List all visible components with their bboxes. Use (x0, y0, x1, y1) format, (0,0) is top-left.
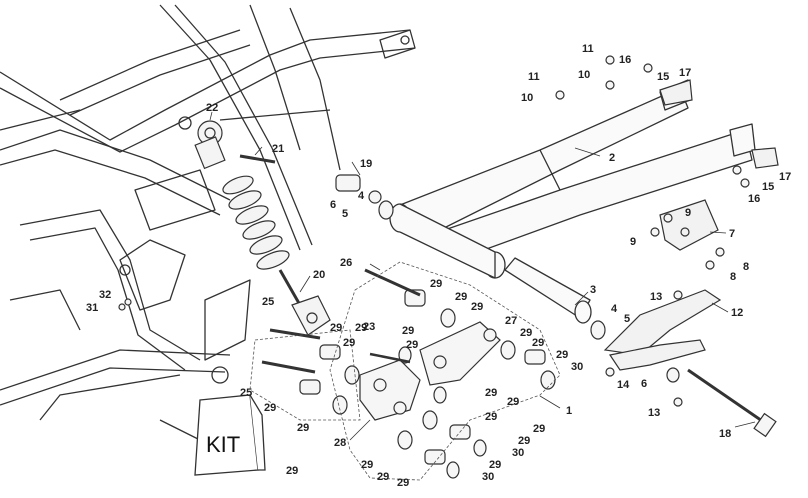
callout-29: 29 (518, 435, 530, 447)
callout-18: 18 (719, 428, 731, 440)
callout-29: 29 (507, 396, 519, 408)
callout-11: 11 (582, 43, 594, 55)
callout-29: 29 (297, 422, 309, 434)
callout-30: 30 (482, 471, 494, 483)
callout-17: 17 (679, 67, 691, 79)
callout-4: 4 (358, 190, 365, 202)
callout-15: 15 (657, 71, 669, 83)
callout-21: 21 (272, 143, 284, 155)
callout-12: 12 (731, 307, 743, 319)
callout-labels: 1 2 3 4 4 5 5 6 6 7 8 8 9 9 10 10 11 11 … (86, 43, 791, 489)
callout-29: 29 (330, 322, 342, 334)
callout-6: 6 (641, 378, 647, 390)
kit-box (194, 394, 266, 476)
callout-7: 7 (729, 228, 735, 240)
callout-32: 32 (99, 289, 111, 301)
callout-29: 29 (355, 322, 367, 334)
callout-29: 29 (556, 349, 568, 361)
callout-29: 29 (471, 301, 483, 313)
callout-9: 9 (630, 236, 636, 248)
callout-29: 29 (430, 278, 442, 290)
callout-8: 8 (730, 271, 736, 283)
callout-29: 29 (343, 337, 355, 349)
callout-29: 29 (520, 327, 532, 339)
callout-29: 29 (455, 291, 467, 303)
callout-9: 9 (685, 207, 691, 219)
callout-13: 13 (650, 291, 662, 303)
callout-19: 19 (360, 158, 372, 170)
callout-29: 29 (264, 402, 276, 414)
callout-1: 1 (566, 405, 572, 417)
callout-6: 6 (330, 199, 336, 211)
chain-guide-drawing (603, 79, 779, 371)
callout-29: 29 (533, 423, 545, 435)
callout-28: 28 (334, 437, 346, 449)
callout-25: 25 (240, 387, 252, 399)
callout-25: 25 (262, 296, 274, 308)
callout-23: 23 (363, 321, 375, 333)
callout-29: 29 (485, 411, 497, 423)
callout-4: 4 (611, 303, 618, 315)
callout-31: 31 (86, 302, 98, 314)
callout-29: 29 (532, 337, 544, 349)
frame-drawing (0, 4, 416, 441)
callout-8: 8 (743, 261, 749, 273)
swingarm-drawing (389, 79, 756, 324)
kit-group-outlines (249, 261, 561, 481)
callout-26: 26 (340, 257, 352, 269)
callout-5: 5 (624, 313, 630, 325)
callout-29: 29 (489, 459, 501, 471)
callout-2: 2 (609, 152, 615, 164)
callout-10: 10 (578, 69, 590, 81)
callout-29: 29 (485, 387, 497, 399)
callout-29: 29 (402, 325, 414, 337)
callout-17: 17 (779, 171, 791, 183)
callout-29: 29 (361, 459, 373, 471)
callout-14: 14 (617, 379, 630, 391)
linkage-drawing (118, 55, 777, 479)
callout-30: 30 (571, 361, 583, 373)
callout-16: 16 (748, 193, 760, 205)
callout-22: 22 (206, 102, 218, 114)
callout-20: 20 (313, 269, 325, 281)
leader-lines (209, 111, 756, 441)
callout-3: 3 (590, 284, 596, 296)
callout-13: 13 (648, 407, 660, 419)
callout-10: 10 (521, 92, 533, 104)
callout-29: 29 (406, 339, 418, 351)
shock-absorber-drawing (194, 120, 331, 336)
callout-29: 29 (377, 471, 389, 483)
callout-5: 5 (342, 208, 348, 220)
kit-label: KIT (206, 432, 240, 457)
callout-29: 29 (397, 477, 409, 489)
callout-30: 30 (512, 447, 524, 459)
callout-27: 27 (505, 315, 517, 327)
callout-16: 16 (619, 54, 631, 66)
callout-11: 11 (528, 71, 540, 83)
callout-29: 29 (286, 465, 298, 477)
callout-15: 15 (762, 181, 774, 193)
